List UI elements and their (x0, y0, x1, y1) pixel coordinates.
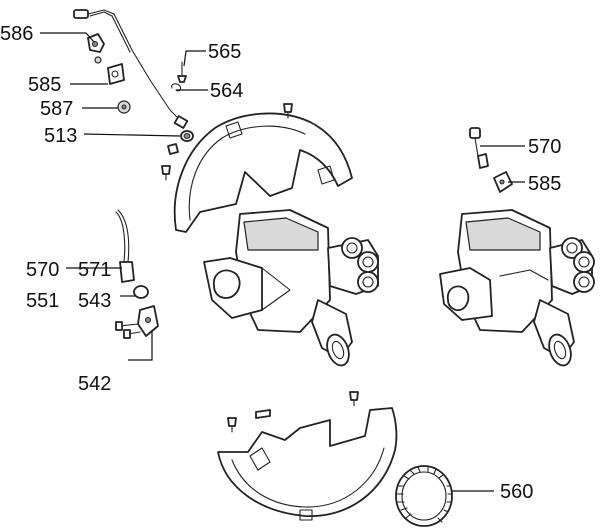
bolts-upper-shield (161, 103, 293, 181)
callout-565: 565 (208, 41, 241, 63)
lower-dust-shield (217, 407, 398, 521)
bushing-513 (180, 130, 194, 142)
screw-565 (177, 61, 187, 83)
left-axle-assembly (203, 209, 379, 367)
callout-542: 542 (78, 373, 111, 395)
abs-sensor-570-right (469, 127, 489, 169)
leader-lines (40, 32, 525, 492)
sensor-holder-586 (87, 33, 105, 64)
callout-585-upper: 585 (28, 74, 61, 96)
callout-551: 551 (26, 290, 59, 312)
abs-sensor-cable-lower (115, 209, 135, 283)
callout-587: 587 (40, 98, 73, 120)
callouts: 586 585 587 513 565 564 570 585 570 571 … (0, 23, 561, 503)
callout-570-right: 570 (528, 136, 561, 158)
spring-clip-564 (171, 83, 182, 92)
clip-585 (107, 63, 125, 85)
callout-543: 543 (78, 290, 111, 312)
clip-585-right (493, 171, 513, 193)
right-axle-assembly (439, 209, 595, 367)
grommet-587 (117, 100, 131, 114)
callout-571: 571 (78, 259, 111, 281)
abs-tone-ring-560 (395, 465, 453, 527)
callout-560: 560 (500, 481, 533, 503)
callout-564: 564 (210, 80, 243, 102)
callout-513: 513 (44, 125, 77, 147)
abs-sensor-cable-upper (73, 9, 189, 129)
sleeve-543 (133, 285, 149, 299)
callout-585-right: 585 (528, 173, 561, 195)
callout-570-left: 570 (26, 259, 59, 281)
bolts-lower-shield (227, 391, 359, 433)
upper-dust-shield (173, 112, 353, 233)
callout-586: 586 (0, 23, 33, 45)
